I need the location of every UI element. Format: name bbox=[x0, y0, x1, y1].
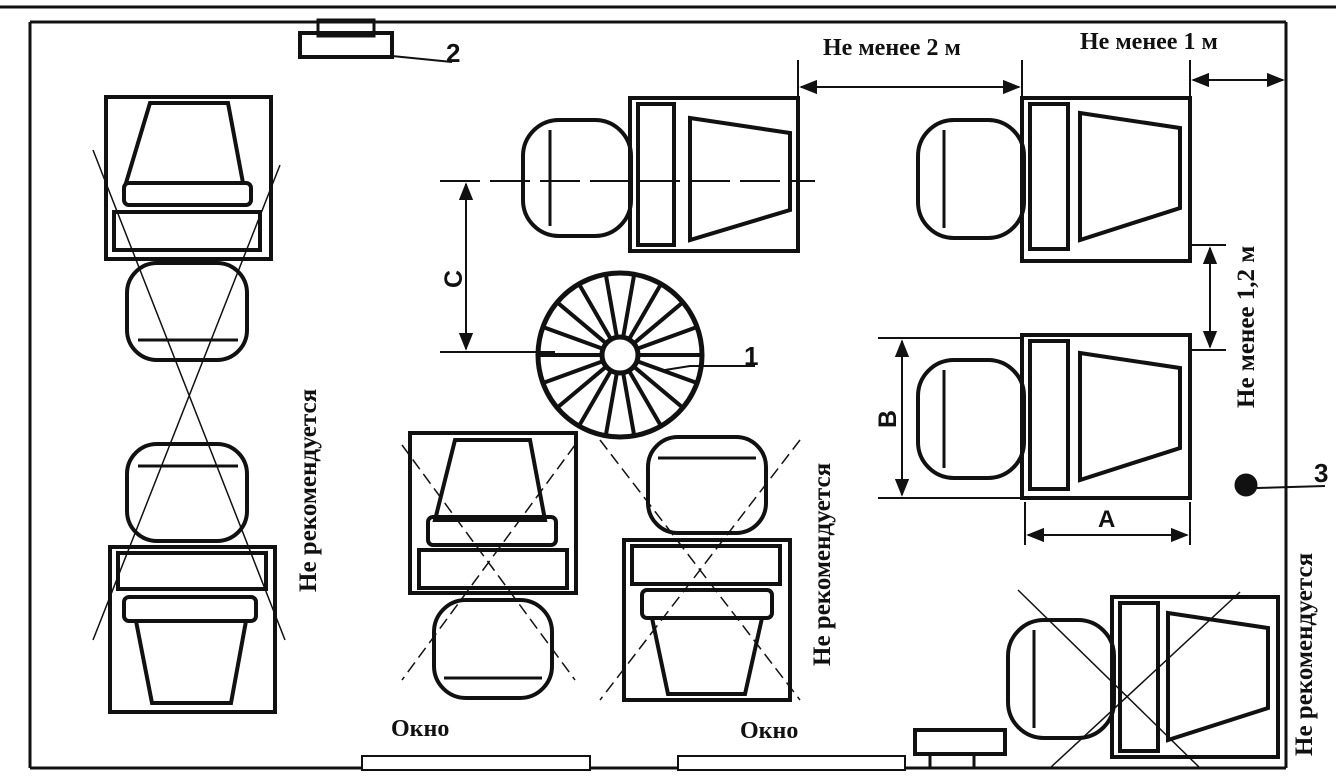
workstation-left-bottom bbox=[108, 442, 277, 714]
label-gap-2m: Не менее 2 м bbox=[823, 35, 961, 61]
label-dim-b: B bbox=[874, 409, 902, 428]
label-window-right: Окно bbox=[740, 718, 799, 744]
label-not-recommended-center: Не рекомендуется bbox=[809, 462, 836, 666]
callout-1: 1 bbox=[744, 341, 759, 371]
workstation-center-top bbox=[440, 96, 815, 253]
callout-2: 2 bbox=[446, 38, 461, 68]
cross-left bbox=[92, 149, 286, 641]
window-left bbox=[361, 755, 591, 771]
device-bottom bbox=[913, 728, 1007, 770]
workstation-right-top bbox=[916, 96, 1192, 263]
callout-3: 3 bbox=[1314, 458, 1329, 488]
device-2 bbox=[298, 18, 453, 63]
workstation-bottom-right bbox=[1006, 589, 1280, 769]
label-not-recommended-right: Не рекомендуется bbox=[1291, 552, 1318, 756]
label-dim-a: A bbox=[1098, 506, 1116, 533]
workstation-bottom-center bbox=[599, 435, 801, 702]
workstation-right-middle bbox=[916, 333, 1192, 500]
label-window-left: Окно bbox=[391, 716, 450, 742]
label-gap-1-2m: Не менее 1,2 м bbox=[1233, 245, 1260, 408]
dimension-lines bbox=[440, 60, 1285, 545]
label-not-recommended-left: Не рекомендуется bbox=[295, 388, 322, 592]
spiral-staircase bbox=[535, 270, 705, 440]
workstation-left-top bbox=[104, 95, 273, 362]
label-dim-c: C bbox=[440, 269, 468, 288]
label-gap-1m: Не менее 1 м bbox=[1080, 29, 1218, 55]
room-walls bbox=[0, 5, 1336, 771]
window-right bbox=[677, 755, 906, 771]
callout-leaders bbox=[664, 365, 755, 371]
workstation-bottom-left bbox=[401, 431, 578, 700]
lamp-3 bbox=[1234, 473, 1326, 497]
